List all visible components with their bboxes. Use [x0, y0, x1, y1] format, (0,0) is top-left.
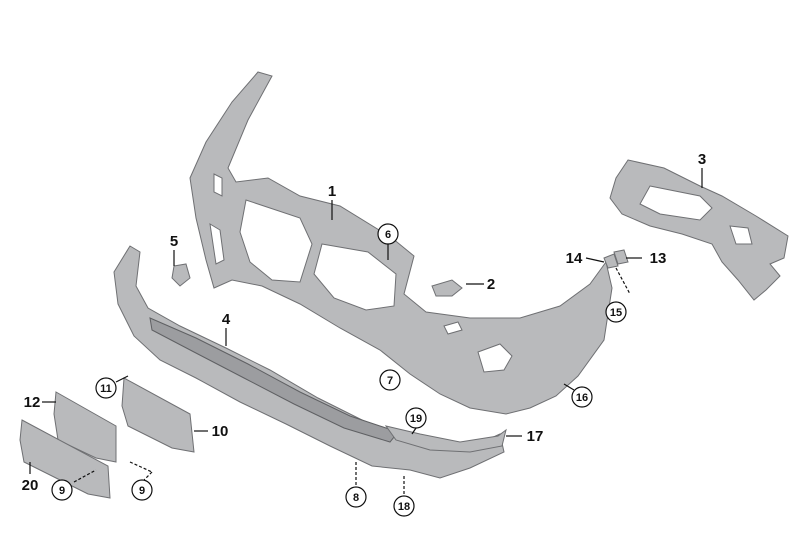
- clip-left: [603, 253, 619, 269]
- callout-label: 9: [59, 485, 65, 497]
- callout-label: 10: [212, 423, 229, 440]
- callout-6: 6: [377, 223, 399, 260]
- callout-1: 1: [328, 183, 336, 220]
- callout-label: 7: [387, 375, 393, 387]
- callout-9-left: 9: [51, 469, 97, 501]
- callout-4: 4: [222, 311, 231, 346]
- callout-label: 11: [100, 383, 112, 395]
- callout-15: 15: [605, 267, 631, 323]
- bumper-bracket: [609, 159, 789, 301]
- callout-label: 20: [22, 477, 39, 494]
- clip-right: [613, 249, 629, 265]
- callout-11: 11: [95, 375, 129, 399]
- callout-9-right: 9: [129, 461, 153, 501]
- callout-8: 8: [345, 462, 367, 508]
- callout-20: 20: [22, 462, 39, 494]
- license-plate-base-upper: [121, 377, 195, 453]
- callout-10: 10: [194, 423, 228, 440]
- callout-7: 7: [379, 369, 401, 391]
- callout-18: 18: [393, 476, 415, 517]
- callout-label: 12: [24, 394, 41, 411]
- lower-trim-strip: [384, 425, 507, 453]
- callout-14: 14: [566, 250, 605, 267]
- cover-cap: [171, 263, 191, 287]
- callout-label: 17: [527, 428, 544, 445]
- callout-17: 17: [506, 428, 543, 445]
- callout-label: 1: [328, 183, 336, 200]
- callout-label: 16: [576, 392, 588, 404]
- callout-label: 13: [650, 250, 667, 267]
- callout-label: 8: [353, 492, 359, 504]
- callout-label: 2: [487, 276, 495, 293]
- callout-label: 14: [566, 250, 583, 267]
- callout-label: 9: [139, 485, 145, 497]
- front-bumper-panel: [189, 71, 613, 415]
- callout-label: 18: [398, 501, 410, 513]
- callout-label: 3: [698, 151, 706, 168]
- callout-13: 13: [626, 250, 666, 267]
- callout-16: 16: [563, 383, 593, 408]
- callout-3: 3: [698, 151, 706, 188]
- license-plate-base-front: [53, 391, 117, 463]
- callout-label: 6: [385, 229, 391, 241]
- callout-label: 15: [610, 307, 622, 319]
- tow-hook-cover: [431, 279, 463, 297]
- callout-label: 5: [170, 233, 178, 250]
- callout-12: 12: [24, 394, 56, 411]
- callout-label: 19: [410, 413, 422, 425]
- callout-2: 2: [466, 276, 495, 293]
- callout-label: 4: [222, 311, 231, 328]
- lower-bumper-trim: [113, 245, 505, 479]
- license-plate-carrier: [19, 419, 111, 499]
- callout-5: 5: [170, 233, 178, 266]
- callout-19: 19: [405, 407, 427, 435]
